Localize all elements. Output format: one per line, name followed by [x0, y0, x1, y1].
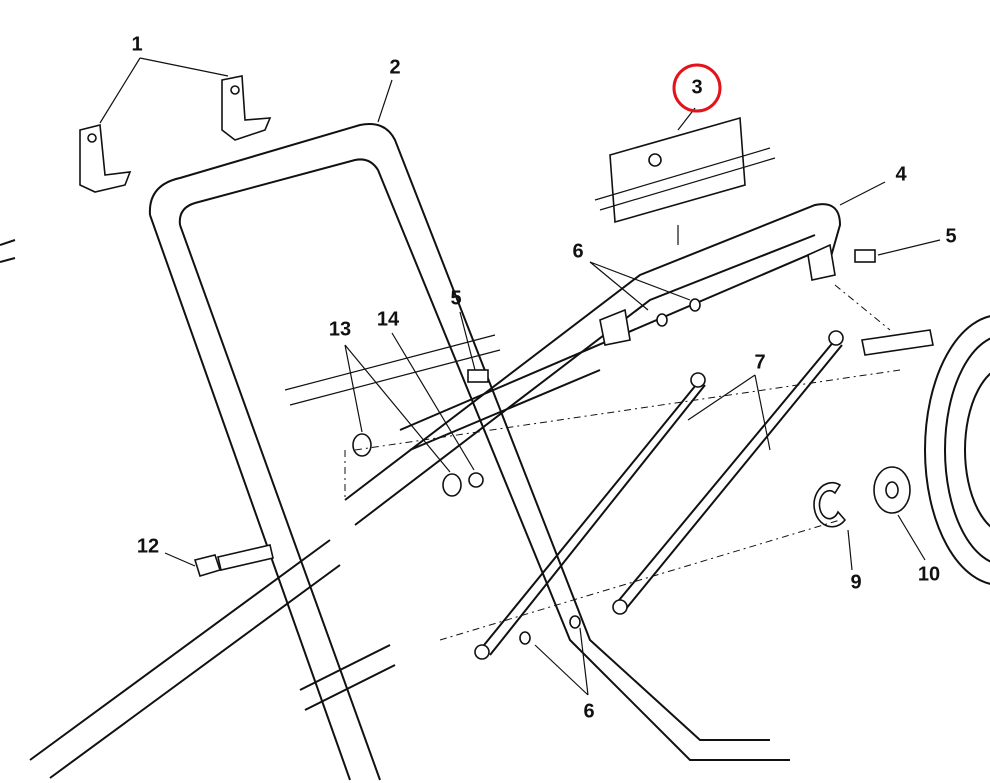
callout-3-highlighted: 3: [691, 76, 703, 99]
callout-13: 13: [328, 318, 352, 341]
gas-springs: [474, 330, 844, 660]
main-frame: [0, 123, 790, 781]
callout-6-bottom: 6: [583, 700, 595, 723]
callout-5-left: 5: [450, 287, 462, 310]
leader-lines: [99, 57, 941, 696]
callout-12: 12: [136, 535, 160, 558]
callout-10: 10: [917, 563, 941, 586]
center-lines: [344, 284, 901, 641]
bracket-part: [594, 116, 776, 245]
callout-14: 14: [376, 308, 400, 331]
clip-parts: [79, 75, 272, 193]
callout-5-right: 5: [945, 225, 957, 248]
handle-frame: [344, 203, 842, 526]
wheel: [924, 315, 990, 585]
callout-9: 9: [850, 571, 862, 594]
hardware: [193, 243, 934, 645]
highlight-circle: [672, 63, 722, 113]
callout-6-top: 6: [572, 240, 584, 263]
callout-1: 1: [131, 33, 143, 56]
callout-4: 4: [895, 163, 907, 186]
callout-7: 7: [754, 351, 766, 374]
callout-2: 2: [389, 56, 401, 79]
